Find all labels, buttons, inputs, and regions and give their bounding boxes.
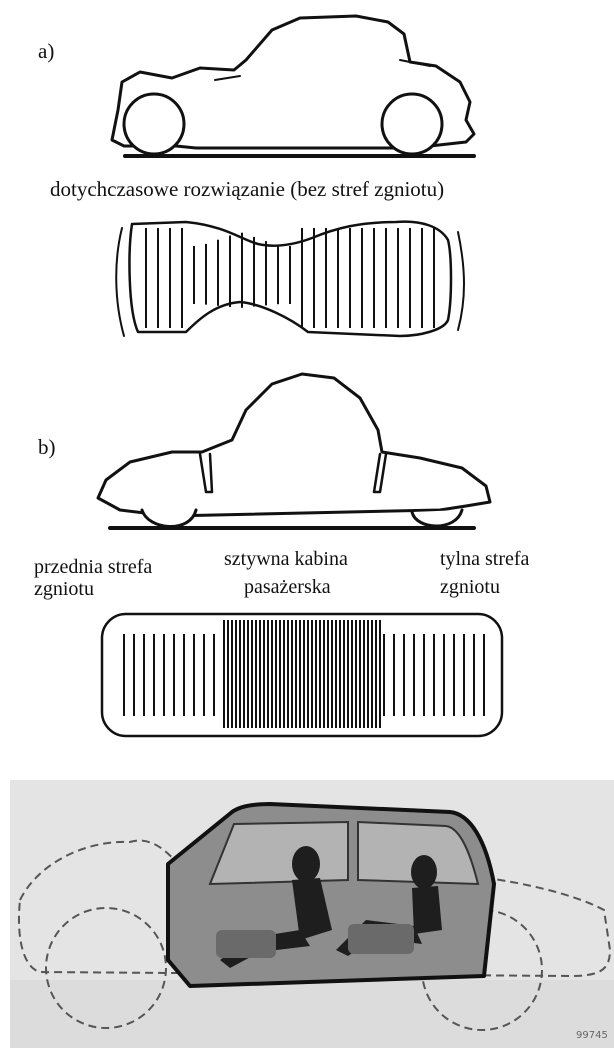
rear-crumple-zone-label-1: tylna strefa (440, 548, 529, 570)
car-a-wheels (124, 94, 442, 154)
rear-crumple-zone-label-2: zgniotu (440, 576, 500, 598)
photo-drawing (10, 780, 614, 1048)
deformation-stripes-b (124, 620, 484, 728)
cabin-label-1: sztywna kabina (224, 548, 348, 570)
panel-a-caption: dotychczasowe rozwiązanie (bez stref zgn… (50, 178, 444, 200)
cabin-label-2: pasażerska (244, 576, 331, 598)
photo-code: 99745 (576, 1030, 608, 1041)
front-crumple-zone-label-1: przednia strefa (34, 556, 152, 578)
front-crumple-zone-label-2: zgniotu (34, 578, 94, 600)
crash-cell-photo: 99745 (10, 780, 614, 1048)
car-b-outline (98, 374, 490, 528)
panel-b-label: b) (38, 436, 56, 458)
deformation-diagram-b (102, 614, 502, 736)
